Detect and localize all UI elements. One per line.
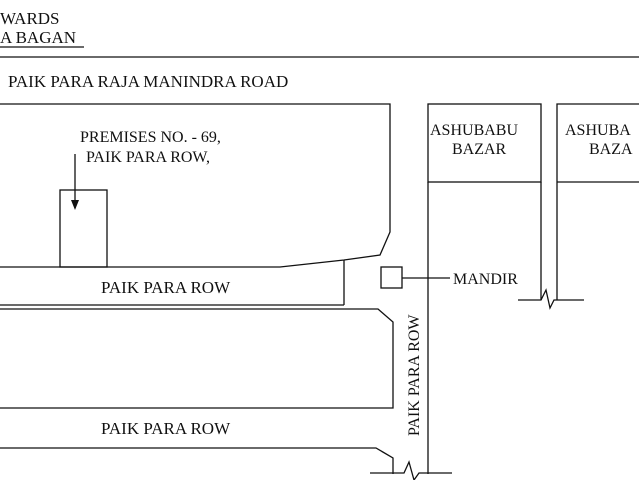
- paik-para-row-lower-label: PAIK PARA ROW: [101, 419, 231, 438]
- premises-block-outline: [0, 103, 391, 268]
- bottom-break-mark: [370, 460, 452, 480]
- ashubabu-bazar-label-line-1: ASHUBABU: [430, 122, 518, 139]
- lower-road-edge: [0, 447, 394, 474]
- paik-para-row-vertical-label: PAIK PARA ROW: [406, 314, 423, 436]
- ashubabu-bazar-2-label-line-2: BAZA: [589, 141, 633, 158]
- ashubabu-bazar-2-box: [556, 103, 639, 300]
- ashubabu-bazar-2-label-line-1: ASHUBA: [565, 122, 631, 139]
- premises-building: [59, 189, 108, 268]
- main-road-label: PAIK PARA RAJA MANINDRA ROAD: [8, 72, 288, 91]
- bazar-break-mark: [518, 288, 584, 310]
- header-line-2: A BAGAN: [0, 28, 76, 47]
- premises-label-line-2: PAIK PARA ROW,: [86, 149, 210, 166]
- middle-block-outline: [0, 308, 394, 409]
- ashubabu-bazar-label-line-2: BAZAR: [452, 141, 507, 158]
- premises-pointer-arrowhead: [71, 200, 79, 210]
- header-line-1: WARDS: [0, 9, 60, 28]
- mandir-label: MANDIR: [453, 271, 518, 288]
- mandir-marker: [380, 266, 403, 289]
- ashubabu-bazar-box: [427, 103, 542, 183]
- premises-label-line-1: PREMISES NO. - 69,: [80, 129, 221, 146]
- paik-para-row-upper-label: PAIK PARA ROW: [101, 278, 231, 297]
